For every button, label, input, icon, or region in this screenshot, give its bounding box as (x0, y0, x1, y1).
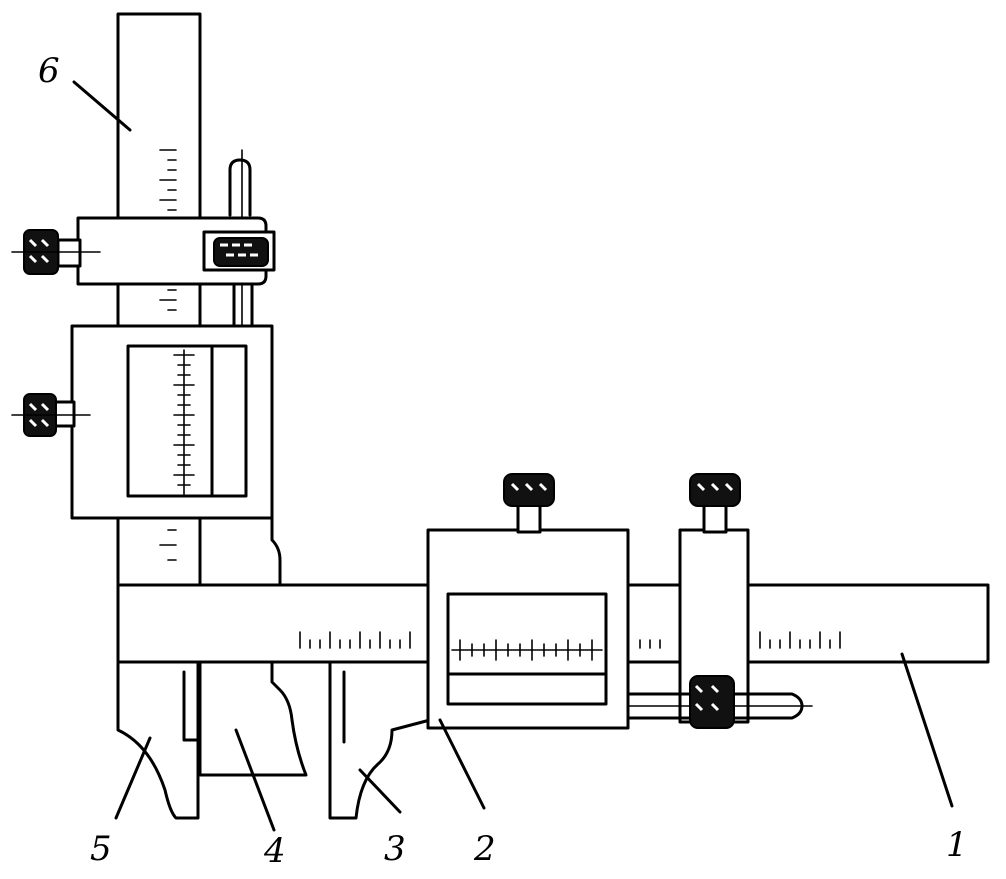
leader-4 (234, 728, 276, 832)
horizontal-beam-scale (299, 631, 841, 649)
vertical-beam-scale (159, 149, 177, 561)
jaw-5-inner (182, 670, 200, 742)
label-5: 5 (90, 829, 112, 869)
vertical-clamp-block (11, 216, 276, 286)
vertical-vernier-slider (11, 324, 274, 520)
label-1: 1 (946, 825, 968, 865)
vertical-slider-leg (198, 516, 282, 587)
leader-lines (72, 80, 954, 832)
leader-3 (358, 768, 402, 814)
jaw-5 (116, 660, 200, 820)
label-4: 4 (263, 831, 286, 871)
label-6: 6 (38, 51, 60, 91)
vertical-vernier-scale (173, 354, 195, 486)
jaw-4 (198, 660, 308, 777)
label-3: 3 (384, 829, 406, 869)
horizontal-vernier-scale (459, 639, 593, 661)
jaw-3 (328, 660, 432, 820)
leader-1 (900, 652, 954, 808)
leader-6 (72, 80, 132, 132)
horizontal-vernier-slider (426, 473, 630, 730)
leader-5 (114, 736, 152, 820)
label-2: 2 (473, 829, 496, 869)
leader-2 (438, 718, 486, 810)
horizontal-clamp-block (626, 473, 813, 729)
